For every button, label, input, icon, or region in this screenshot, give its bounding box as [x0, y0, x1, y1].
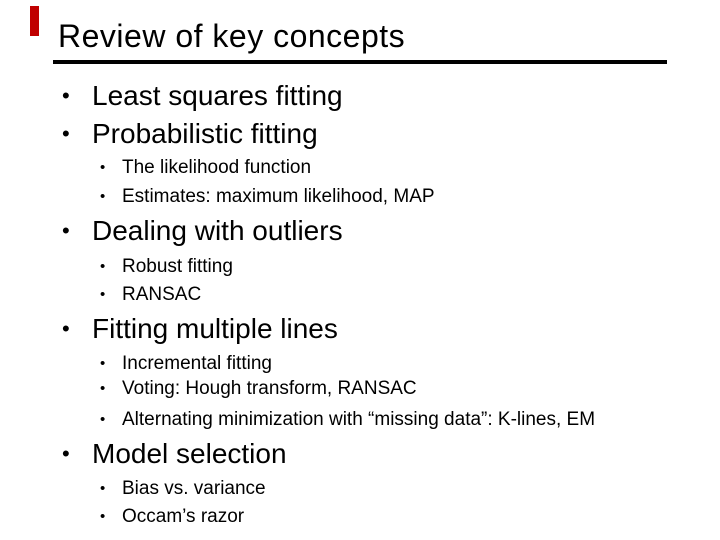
bullet-item-probabilistic-fitting: • Probabilistic fitting — [62, 120, 318, 148]
bullet-item-ransac: • RANSAC — [100, 285, 201, 304]
bullet-text: The likelihood function — [122, 157, 312, 178]
bullet-icon: • — [62, 316, 70, 341]
bullet-text: Robust fitting — [122, 256, 233, 277]
bullet-text: Estimates: maximum likelihood, MAP — [122, 186, 435, 207]
bullet-icon: • — [100, 286, 106, 303]
bullet-icon: • — [62, 218, 70, 243]
bullet-item-least-squares: • Least squares fitting — [62, 82, 343, 110]
bullet-text: Probabilistic fitting — [92, 118, 318, 149]
bullet-item-dealing-with-outliers: • Dealing with outliers — [62, 217, 343, 245]
bullet-text: Least squares fitting — [92, 80, 343, 111]
bullet-icon: • — [100, 188, 106, 205]
bullet-icon: • — [100, 411, 106, 428]
bullet-icon: • — [62, 441, 70, 466]
title-underline — [53, 60, 667, 64]
bullet-text: Alternating minimization with “missing d… — [122, 409, 596, 430]
bullet-text: Occam’s razor — [122, 506, 245, 527]
bullet-item-bias-vs-variance: • Bias vs. variance — [100, 479, 266, 498]
bullet-text: Fitting multiple lines — [92, 313, 338, 344]
bullet-item-voting-hough-ransac: • Voting: Hough transform, RANSAC — [100, 379, 417, 398]
bullet-text: Voting: Hough transform, RANSAC — [122, 378, 417, 399]
bullet-icon: • — [100, 380, 106, 397]
bullet-text: Model selection — [92, 438, 287, 469]
red-accent-bar — [30, 6, 39, 36]
bullet-item-fitting-multiple-lines: • Fitting multiple lines — [62, 315, 338, 343]
bullet-item-robust-fitting: • Robust fitting — [100, 257, 233, 276]
bullet-item-incremental-fitting: • Incremental fitting — [100, 354, 272, 373]
bullet-item-alternating-minimization: • Alternating minimization with “missing … — [100, 410, 595, 429]
bullet-icon: • — [100, 508, 106, 525]
bullet-item-estimates-ml-map: • Estimates: maximum likelihood, MAP — [100, 187, 435, 206]
bullet-icon: • — [100, 355, 106, 372]
bullet-item-occams-razor: • Occam’s razor — [100, 507, 244, 526]
bullet-text: RANSAC — [122, 284, 202, 305]
bullet-text: Incremental fitting — [122, 353, 272, 374]
bullet-icon: • — [100, 258, 106, 275]
bullet-icon: • — [100, 159, 106, 176]
bullet-text: Bias vs. variance — [122, 478, 266, 499]
bullet-item-likelihood-function: • The likelihood function — [100, 158, 311, 177]
bullet-text: Dealing with outliers — [92, 215, 343, 246]
bullet-icon: • — [100, 480, 106, 497]
bullet-item-model-selection: • Model selection — [62, 440, 287, 468]
bullet-icon: • — [62, 121, 70, 146]
slide-title: Review of key concepts — [58, 18, 406, 54]
bullet-icon: • — [62, 83, 70, 108]
